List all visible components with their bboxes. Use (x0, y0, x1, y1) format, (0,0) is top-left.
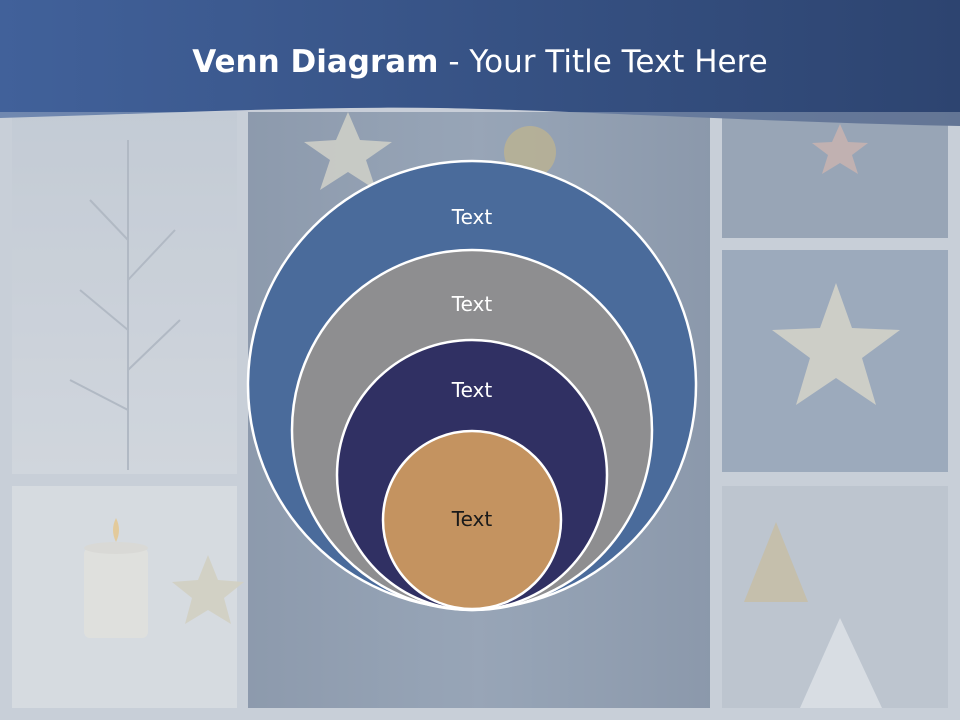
photo-tile-ornament-top (722, 112, 948, 238)
title-rest: - Your Title Text Here (438, 44, 768, 80)
photo-tile-tree (12, 112, 237, 474)
circle-third-label: Text (451, 378, 493, 402)
circle-outer-label: Text (451, 205, 493, 229)
circle-second-label: Text (451, 292, 493, 316)
decorative-star-shapes (172, 112, 900, 624)
decorative-cone-tree (744, 522, 882, 708)
decorative-candle (84, 518, 148, 638)
tree-branches (69, 140, 181, 470)
circle-inner (381, 429, 563, 611)
title-bold: Venn Diagram (192, 44, 439, 80)
circle-inner-label: Text (451, 507, 493, 531)
slide-title: Venn Diagram - Your Title Text Here (0, 40, 960, 84)
header-band (0, 0, 960, 126)
